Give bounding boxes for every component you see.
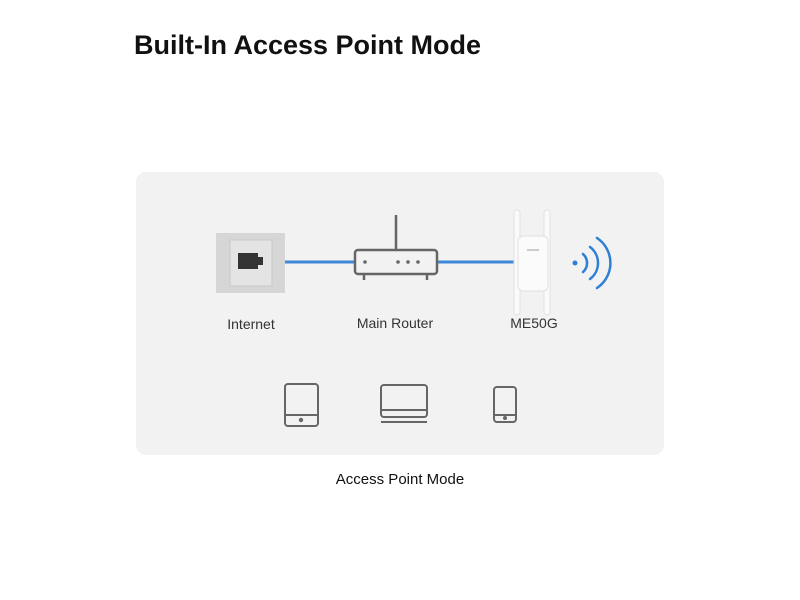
phone-icon bbox=[493, 386, 517, 423]
wifi-signal-icon bbox=[572, 236, 612, 290]
range-extender-icon bbox=[513, 209, 551, 316]
diagram-caption: Access Point Mode bbox=[335, 471, 465, 488]
tablet-icon bbox=[284, 383, 319, 427]
router-icon bbox=[353, 215, 439, 280]
laptop-icon bbox=[380, 384, 428, 423]
diagram-panel bbox=[136, 172, 664, 455]
main-router-label: Main Router bbox=[356, 315, 434, 331]
ethernet-wall-port-icon bbox=[216, 233, 285, 293]
page-title: Built-In Access Point Mode bbox=[134, 30, 482, 60]
me50g-label: ME50G bbox=[510, 315, 558, 331]
internet-label: Internet bbox=[227, 316, 275, 332]
